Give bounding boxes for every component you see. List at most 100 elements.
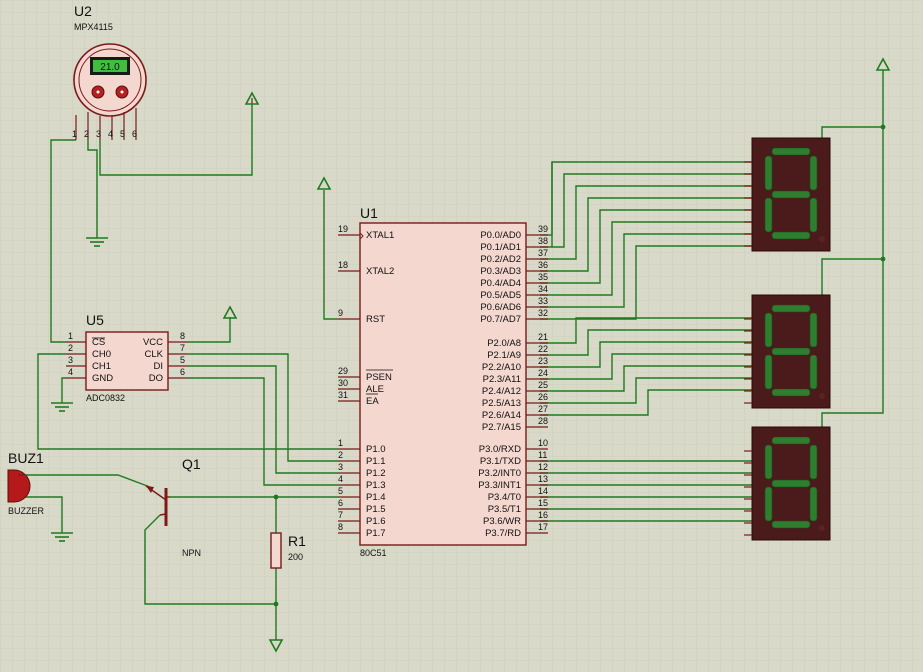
u1-pin-label: P0.4/AD4 [480, 278, 521, 289]
decimal-point [819, 393, 825, 399]
u1-pin-number: 7 [338, 510, 343, 520]
u1-pin-label: P1.1 [366, 456, 386, 467]
u5-ref: U5 [86, 312, 104, 328]
u5-pin-number: 2 [68, 343, 73, 353]
u1-pin-label: P2.4/A12 [482, 386, 521, 397]
u1-pin-number: 25 [538, 380, 548, 390]
u2-pin-4: 4 [108, 129, 113, 139]
u1-pin-label: P3.4/T0 [488, 492, 521, 503]
wire-net [18, 70, 884, 640]
display-segment [764, 197, 773, 233]
u1-pin-label: RST [366, 314, 385, 325]
u1-pin-number: 17 [538, 522, 548, 532]
display-segment [809, 486, 818, 522]
display-segment [771, 479, 811, 488]
resistor-r1[interactable]: R1 200 [270, 532, 306, 569]
u1-pin-number: 12 [538, 462, 548, 472]
ground-icon [86, 237, 108, 247]
u1-pin-number: 4 [338, 474, 343, 484]
u1-pin-number: 22 [538, 344, 548, 354]
u1-pin-label: P2.3/A11 [483, 374, 521, 385]
u1-pin-label: P1.7 [366, 528, 386, 539]
u1-pin-number: 11 [538, 450, 547, 460]
u5-pin-label: DI [154, 361, 164, 372]
ground-symbols [51, 237, 108, 542]
u1-pin-label: P1.6 [366, 516, 386, 527]
u1-pin-number: 27 [538, 404, 548, 414]
mcu-u1[interactable]: U1 19XTAL118XTAL29RST29PSEN30ALE31EA1P1.… [338, 205, 548, 558]
u1-pin-label: P1.3 [366, 480, 386, 491]
power-arrow-icon [875, 57, 891, 71]
u1-pin-label: P2.1/A9 [487, 350, 521, 361]
u1-pin-number: 16 [538, 510, 548, 520]
u5-pin-number: 3 [68, 355, 73, 365]
r1-value: 200 [288, 552, 303, 562]
display-segment [771, 231, 811, 240]
u1-pin-number: 30 [338, 378, 348, 388]
seven-segment-display [744, 294, 831, 409]
u5-pin-number: 5 [180, 355, 185, 365]
u1-pin-number: 24 [538, 368, 548, 378]
u5-pin-label: CS [92, 337, 105, 348]
display-segment [809, 354, 818, 390]
u2-pin-1: 1 [72, 129, 77, 139]
sensor-u2[interactable]: U2 MPX4115 21.0 1 2 3 4 5 6 [72, 3, 147, 140]
u1-pin-number: 6 [338, 498, 343, 508]
seven-segment-displays [744, 137, 831, 541]
u5-pin-label: CLK [145, 349, 164, 360]
u1-pin-label: P0.7/AD7 [480, 314, 521, 325]
display-segment [771, 520, 811, 529]
u5-pin-number: 6 [180, 367, 185, 377]
u1-pin-label: PSEN [366, 372, 392, 383]
q1-ref: Q1 [182, 456, 201, 472]
u1-pin-label: P0.6/AD6 [480, 302, 521, 313]
u1-pin-label: P1.4 [366, 492, 386, 503]
u1-pin-label: P1.5 [366, 504, 386, 515]
u2-value: MPX4115 [74, 22, 113, 32]
u1-pin-label: P2.6/A14 [482, 410, 521, 421]
u1-pin-number: 26 [538, 392, 548, 402]
u1-pin-number: 23 [538, 356, 548, 366]
u5-pin-label: VCC [143, 337, 163, 348]
power-arrow-icon [316, 176, 332, 190]
u1-pin-label: P3.1/TXD [480, 456, 521, 467]
buzzer-buz1[interactable]: BUZ1 BUZZER [7, 450, 45, 516]
display-segment [764, 486, 773, 522]
u1-pin-number: 32 [538, 308, 548, 318]
u1-pin-label: P2.2/A10 [482, 362, 521, 373]
junction-dots [273, 124, 886, 607]
u1-pin-label: EA [366, 396, 379, 407]
power-arrow-icon [222, 305, 238, 319]
u1-pin-number: 3 [338, 462, 343, 472]
transistor-q1[interactable]: Q1 NPN [145, 456, 201, 558]
display-segment [764, 155, 773, 191]
u1-pin-number: 33 [538, 296, 548, 306]
u1-pin-number: 35 [538, 272, 548, 282]
display-segment [809, 155, 818, 191]
display-segment [809, 197, 818, 233]
sensor-readout: 21.0 [100, 62, 120, 73]
u1-pin-number: 8 [338, 522, 343, 532]
u1-ref: U1 [360, 205, 378, 221]
u5-pin-label: GND [92, 373, 113, 384]
u1-left-pins: 19XTAL118XTAL29RST29PSEN30ALE31EA1P1.02P… [338, 224, 394, 539]
u1-pin-label: P1.0 [366, 444, 386, 455]
u1-pin-label: P0.0/AD0 [480, 230, 521, 241]
ground-arrow-icon [268, 639, 284, 653]
seven-segment-display [744, 137, 831, 252]
u1-pin-label: P3.5/T1 [488, 504, 521, 515]
u2-pin-numbers: 1 2 3 4 5 6 [72, 129, 137, 139]
u5-pin-label: CH0 [92, 349, 111, 360]
u5-pin-label: DO [149, 373, 163, 384]
seven-segment-display [744, 426, 831, 541]
u1-pin-label: XTAL2 [366, 266, 394, 277]
decimal-point [819, 525, 825, 531]
u1-pin-label: P3.6/WR [483, 516, 521, 527]
u1-pin-number: 28 [538, 416, 548, 426]
u1-pin-label: P3.3/INT1 [478, 480, 521, 491]
display-segment [809, 312, 818, 348]
u1-pin-number: 1 [338, 438, 343, 448]
